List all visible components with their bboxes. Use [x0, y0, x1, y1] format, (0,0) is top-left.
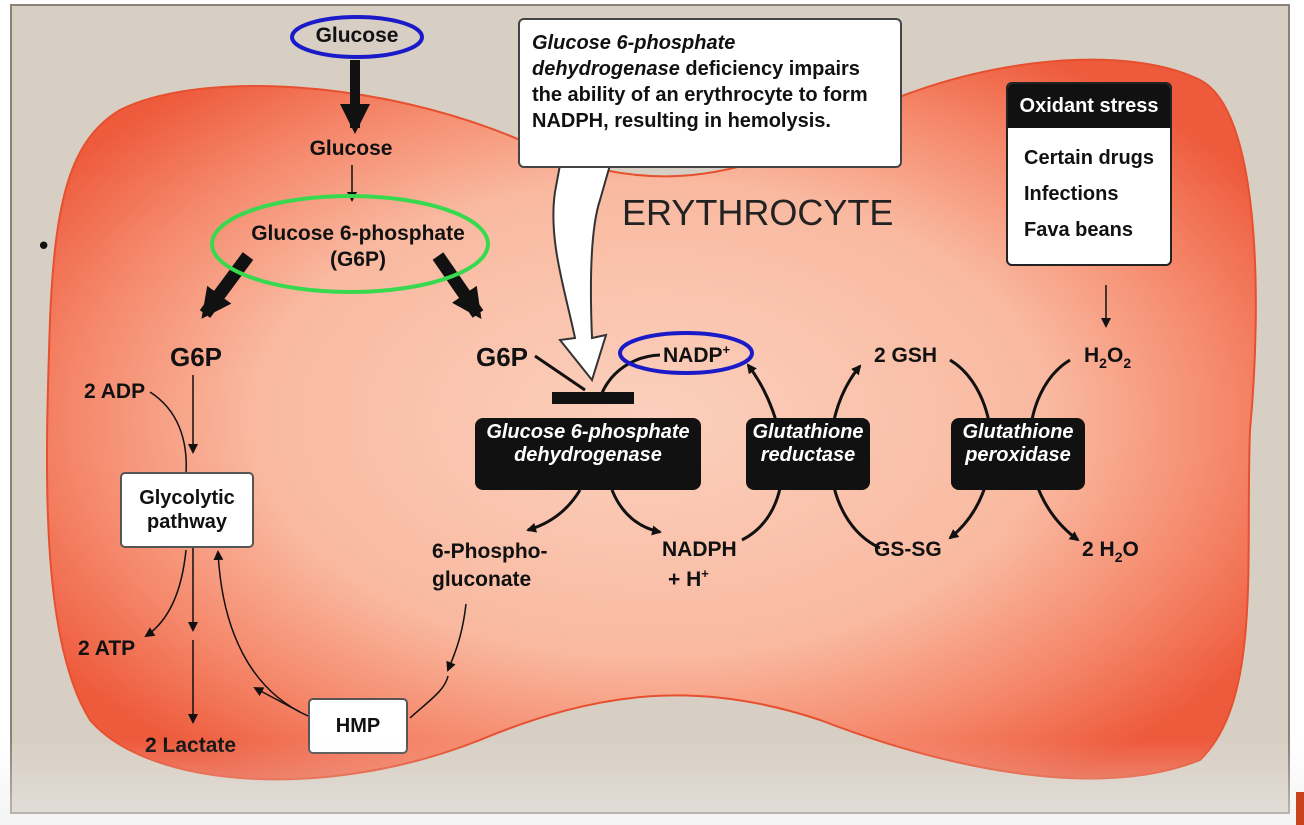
g6pd-to-nadph-arrow [610, 489, 662, 536]
glucose-outside-label: Glucose [316, 24, 399, 47]
nadp-highlight-circle [618, 331, 754, 375]
adp-curve-arrow [149, 391, 187, 475]
phosphogluconate-to-hmp-arrow [446, 603, 467, 672]
glycolytic-line2: pathway [146, 511, 228, 533]
g6p-label-line1: Glucose 6-phosphate [251, 222, 465, 245]
g6p-right-label: G6P [476, 342, 528, 372]
g6pd-nadp-curve [598, 353, 661, 399]
gr-line2: reductase [760, 444, 856, 466]
oxidant-stress-title: Oxidant stress [1008, 84, 1170, 128]
glutathione-peroxidase-box: Glutathione peroxidase [951, 418, 1085, 490]
g6p-highlight-circle [210, 194, 490, 294]
adp-label: 2 ADP [84, 380, 145, 403]
corner-accent [1296, 792, 1304, 825]
g6p-label-line2: (G6P) [330, 248, 386, 271]
glucose-inside-label: Glucose [310, 137, 393, 160]
oxidant-item: Certain drugs [1024, 147, 1155, 169]
oxidant-stress-box: Oxidant stress Certain drugs Infections … [1006, 82, 1172, 266]
nadph-label-line2: + H+ [668, 566, 709, 591]
slide-bullet: • [36, 232, 52, 262]
hmp-box: HMP [308, 698, 408, 754]
glucose-highlight-circle [290, 15, 424, 59]
h2o-label: 2 H2O [1082, 538, 1139, 565]
atp-label: 2 ATP [78, 637, 135, 660]
glycolytic-line1: Glycolytic [139, 487, 235, 509]
erythrocyte-label: ERYTHROCYTE [622, 192, 894, 233]
callout-text: deficiency impairs the ability of an ery… [532, 58, 868, 132]
nadph-label-line1: NADPH [662, 538, 737, 561]
g6pd-deficiency-callout: Glucose 6-phosphate dehydrogenase defici… [518, 18, 902, 168]
gpx-line1: Glutathione [962, 421, 1074, 443]
g6pd-line1: Glucose 6-phosphate [486, 421, 690, 443]
phosphogluconate-label-line2: gluconate [432, 568, 531, 591]
glycolytic-pathway-box: Glycolytic pathway [120, 472, 254, 548]
gsh-label: 2 GSH [874, 344, 937, 367]
oxidant-stress-list: Certain drugs Infections Fava beans [1008, 128, 1170, 248]
gssg-label: GS-SG [874, 538, 942, 561]
phosphogluconate-label-line1: 6-Phospho- [432, 540, 548, 563]
oxidant-item: Infections [1024, 183, 1119, 205]
nadp-label: NADP+ [663, 342, 731, 367]
g6p-to-enzyme-line [534, 354, 586, 392]
g6pd-line2: dehydrogenase [514, 444, 662, 466]
hmp-side-arrow [253, 687, 301, 713]
atp-curve-arrow [144, 549, 187, 638]
g6p-left-arrow [199, 252, 254, 319]
g6pd-enzyme-box: Glucose 6-phosphate dehydrogenase [475, 418, 701, 490]
glutathione-reductase-box: Glutathione reductase [746, 418, 870, 490]
callout-pointer [552, 164, 612, 383]
lactate-label: 2 Lactate [145, 734, 236, 757]
h2o2-label: H2O2 [1084, 344, 1131, 371]
gr-line1: Glutathione [752, 421, 864, 443]
hmp-loop-arrow [409, 675, 449, 719]
gpx-line2: peroxidase [965, 444, 1071, 466]
inhibition-bar [552, 392, 634, 404]
callout-enzyme-name: Glucose 6-phosphate dehydrogenase [532, 32, 736, 80]
g6p-right-arrow [432, 252, 484, 319]
g6p-left-label: G6P [170, 342, 222, 372]
g6pd-to-phosphogluconate-arrow [526, 489, 582, 533]
oxidant-item: Fava beans [1024, 219, 1133, 241]
